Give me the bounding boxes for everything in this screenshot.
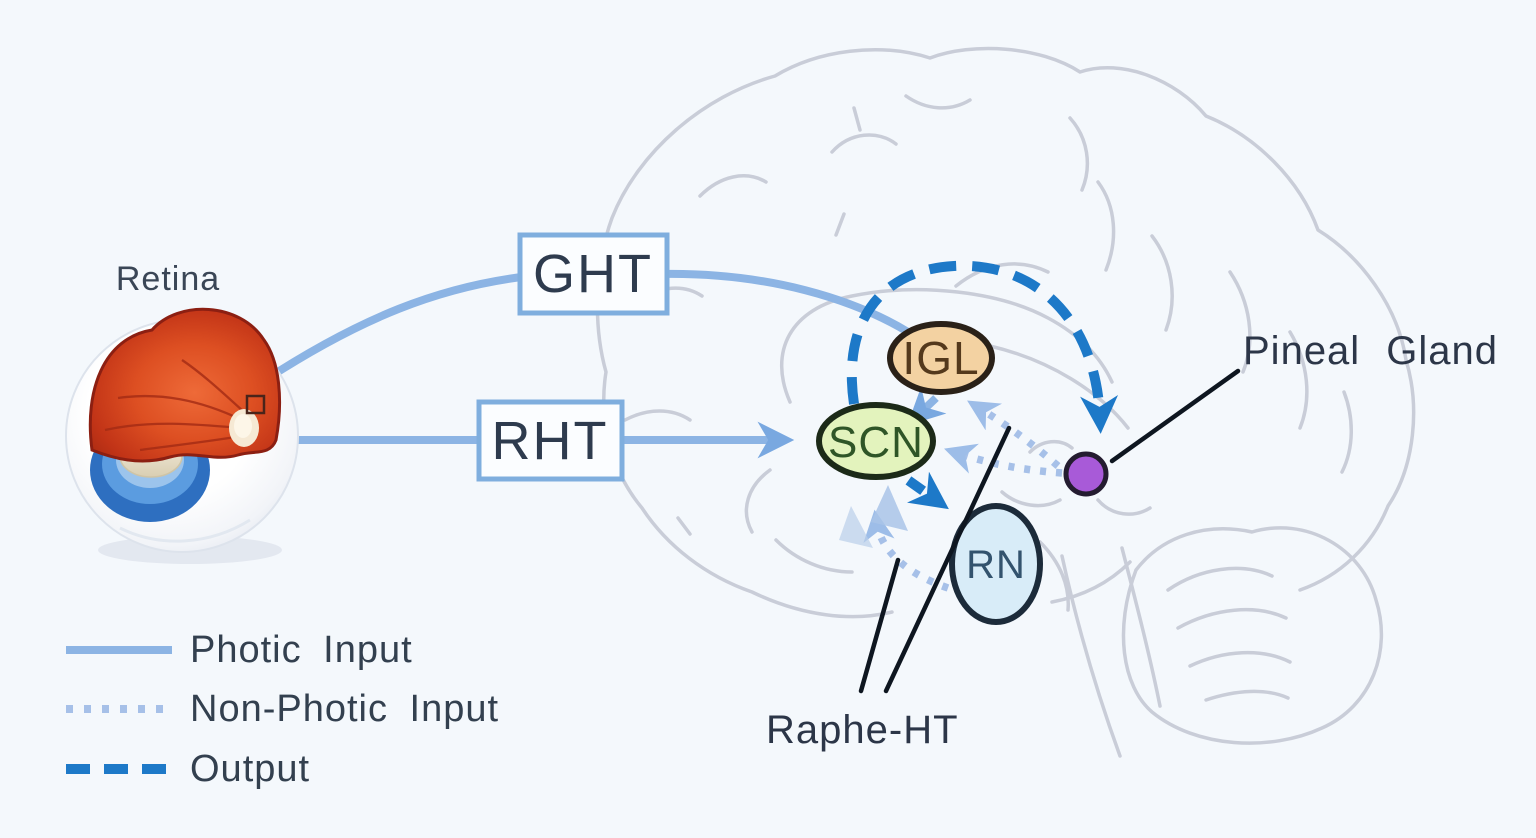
retina-vessels (104, 359, 245, 452)
igl-to-scn-arrow (907, 386, 947, 426)
raphe-pointer-line-short (858, 557, 901, 694)
interior-structures-sketch (744, 287, 1152, 574)
optic-disc-center (234, 414, 252, 438)
gyri-sketch (623, 94, 1353, 536)
raphe-pointer-line-long (883, 425, 1012, 694)
legend-label-nonphotic: Non-Photic Input (190, 688, 499, 730)
legend-item-output: Output (66, 748, 310, 790)
ght-box: GHT (517, 232, 670, 316)
rht-label: RHT (492, 411, 609, 471)
raphe-input-arrow (871, 485, 908, 531)
igl-label: IGL (902, 332, 979, 384)
legend-item-nonphotic: Non-Photic Input (66, 688, 499, 730)
legend: Photic Input Non-Photic Input Output (66, 629, 499, 790)
raphe-input-arrow (839, 506, 873, 548)
brain-sketch (595, 46, 1416, 758)
ght-label: GHT (533, 244, 653, 304)
eye-illustration (65, 307, 299, 564)
retina-marker-square (245, 394, 266, 415)
rn-node: RN (949, 503, 1043, 625)
scn-label: SCN (828, 418, 924, 467)
brainstem-sketch (1038, 540, 1162, 758)
legend-item-photic: Photic Input (66, 629, 413, 671)
legend-label-output: Output (190, 748, 310, 790)
pineal-pointer-line (1109, 368, 1241, 464)
scn-node: SCN (816, 402, 936, 480)
raphe-ht-label: Raphe-HT (766, 708, 959, 752)
nonphotic-pineal-to-igl (967, 400, 1061, 469)
retina-label: Retina (116, 260, 220, 298)
output-arc-scn-to-pineal (846, 260, 1119, 434)
igl-node: IGL (887, 321, 995, 395)
nonphotic-pineal-to-scn (944, 443, 1063, 477)
cerebellum-sketch (1121, 526, 1384, 745)
pineal-gland-label: Pineal Gland (1243, 329, 1498, 373)
rht-box: RHT (476, 399, 625, 482)
pineal-node (1063, 451, 1109, 497)
rn-label: RN (966, 543, 1026, 587)
legend-label-photic: Photic Input (190, 629, 413, 671)
eye-sclera-shading (119, 518, 251, 543)
